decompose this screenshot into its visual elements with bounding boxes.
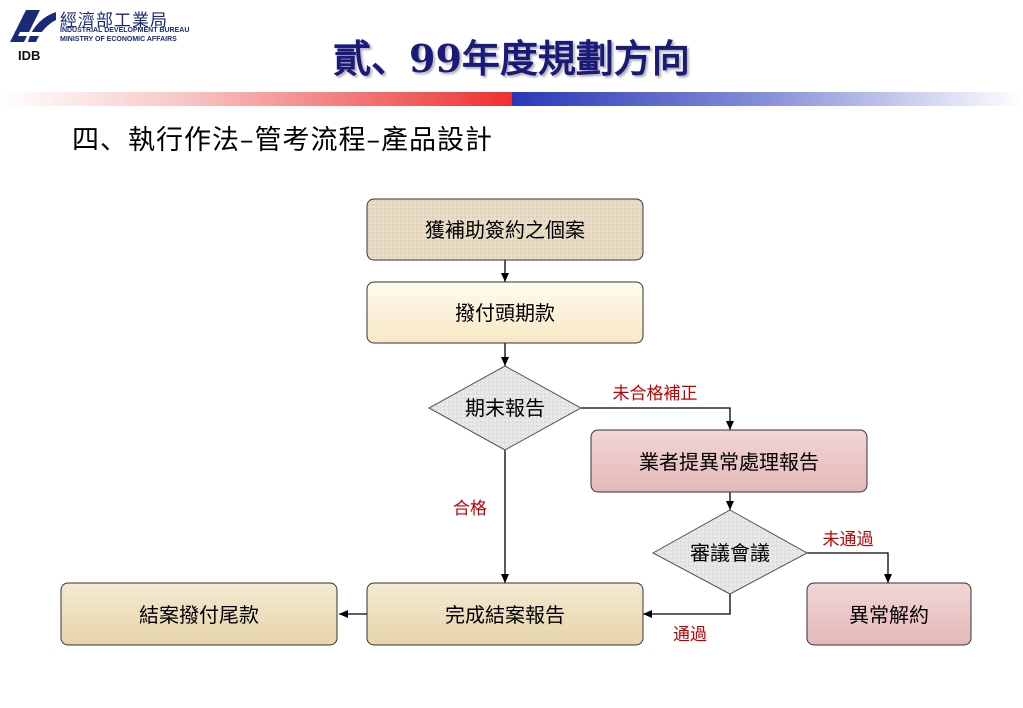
title-band-blue — [512, 92, 1023, 106]
edge-review-to-terminate — [807, 552, 892, 583]
title-band-red — [0, 92, 512, 106]
edge-label-not-passed: 未通過 — [823, 530, 874, 550]
idb-logo-icon — [10, 10, 56, 42]
edge-review-to-complete — [643, 594, 731, 618]
node-final-payment-label: 結案撥付尾款 — [139, 603, 259, 627]
node-final-report-check: 期末報告 — [427, 365, 583, 451]
edges — [339, 260, 892, 618]
logo-name-cn: 經濟部工業局 — [60, 11, 168, 31]
node-case-label: 獲補助簽約之個案 — [425, 218, 585, 242]
node-review-meeting-label: 審議會議 — [690, 541, 770, 565]
node-final-report-check-label: 期末報告 — [465, 396, 545, 420]
node-abnormal-report: 業者提異常處理報告 — [590, 429, 868, 493]
logo-abbr: IDB — [18, 48, 41, 63]
node-terminate: 異常解約 — [806, 582, 972, 646]
node-final-payment: 結案撥付尾款 — [60, 582, 338, 646]
node-review-meeting: 審議會議 — [651, 509, 809, 595]
section-subtitle: 四、執行作法–管考流程–產品設計 — [72, 125, 493, 156]
node-case: 獲補助簽約之個案 — [366, 198, 644, 261]
node-first-payment-label: 撥付頭期款 — [455, 301, 555, 325]
logo-name-en1: INDUSTRIAL DEVELOPMENT BUREAU — [60, 27, 190, 34]
node-first-payment: 撥付頭期款 — [366, 281, 644, 344]
idb-logo: 經濟部工業局 INDUSTRIAL DEVELOPMENT BUREAU MIN… — [6, 6, 206, 66]
edge-label-not-qualified: 未合格補正 — [613, 384, 698, 404]
node-abnormal-report-label: 業者提異常處理報告 — [639, 450, 819, 474]
edge-label-qualified: 合格 — [453, 499, 487, 519]
logo-name-en2: MINISTRY OF ECONOMIC AFFAIRS — [60, 36, 177, 43]
edge-label-passed: 通過 — [673, 625, 707, 645]
slide-title: 貳、99年度規劃方向 — [333, 36, 690, 81]
node-complete-report-label: 完成結案報告 — [445, 603, 565, 627]
node-complete-report: 完成結案報告 — [366, 582, 644, 646]
edge-check-to-abnormal — [581, 407, 734, 430]
node-terminate-label: 異常解約 — [849, 603, 929, 627]
